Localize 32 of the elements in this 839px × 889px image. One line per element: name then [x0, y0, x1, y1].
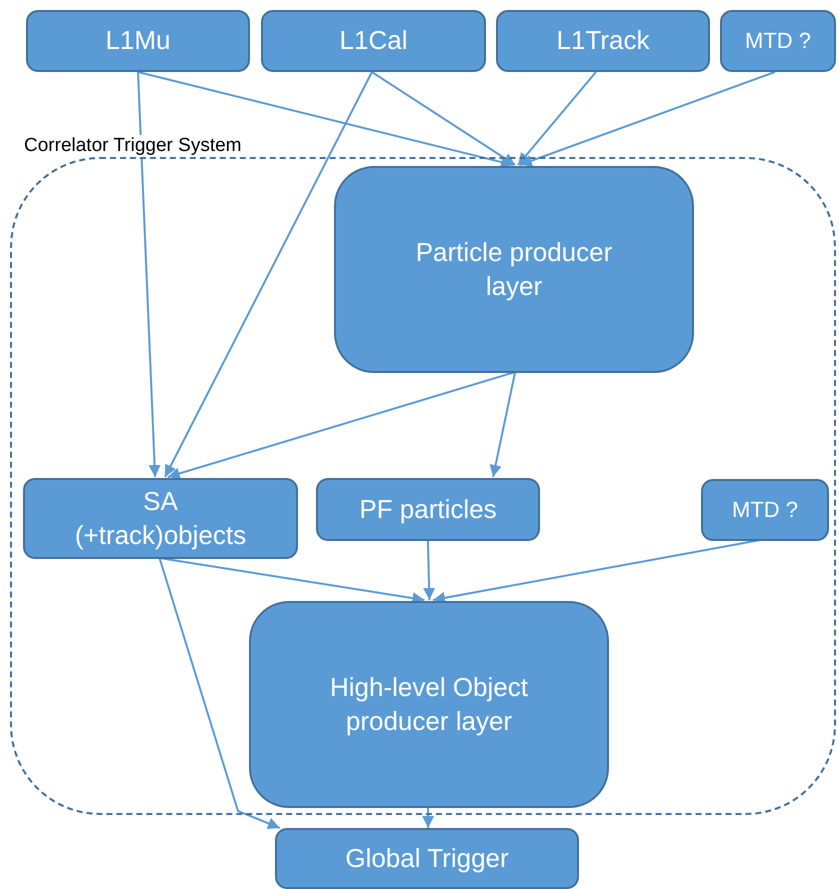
box-label: MTD ?	[732, 498, 798, 522]
arrow	[138, 71, 514, 168]
box-label: Particle producer layer	[414, 236, 614, 302]
arrow	[158, 558, 280, 830]
arrow	[422, 806, 434, 828]
process-box	[334, 166, 694, 373]
arrow	[167, 371, 516, 480]
box-label: L1Mu	[105, 24, 171, 58]
box-label: PF particles	[359, 492, 497, 526]
box-label: High-level Object producer layer	[329, 670, 529, 738]
box-label: SA (+track)objects	[74, 484, 248, 552]
process-box	[261, 10, 486, 72]
arrow	[517, 71, 597, 166]
arrow	[432, 539, 760, 604]
process-box	[26, 10, 250, 72]
arrow	[371, 71, 516, 166]
process-box	[275, 828, 579, 889]
box-label: L1Track	[556, 24, 650, 58]
process-box	[701, 479, 829, 541]
process-box	[23, 478, 298, 559]
arrow	[137, 72, 161, 478]
process-box	[496, 10, 710, 72]
box-label: MTD ?	[745, 29, 811, 53]
arrow	[490, 372, 516, 478]
process-box	[249, 601, 609, 808]
box-label: Global Trigger	[345, 842, 509, 875]
box-label: L1Cal	[340, 24, 408, 58]
process-box	[316, 478, 540, 541]
arrow	[164, 72, 373, 478]
arrow	[423, 540, 436, 600]
process-box	[720, 10, 836, 72]
arrow	[520, 71, 776, 167]
